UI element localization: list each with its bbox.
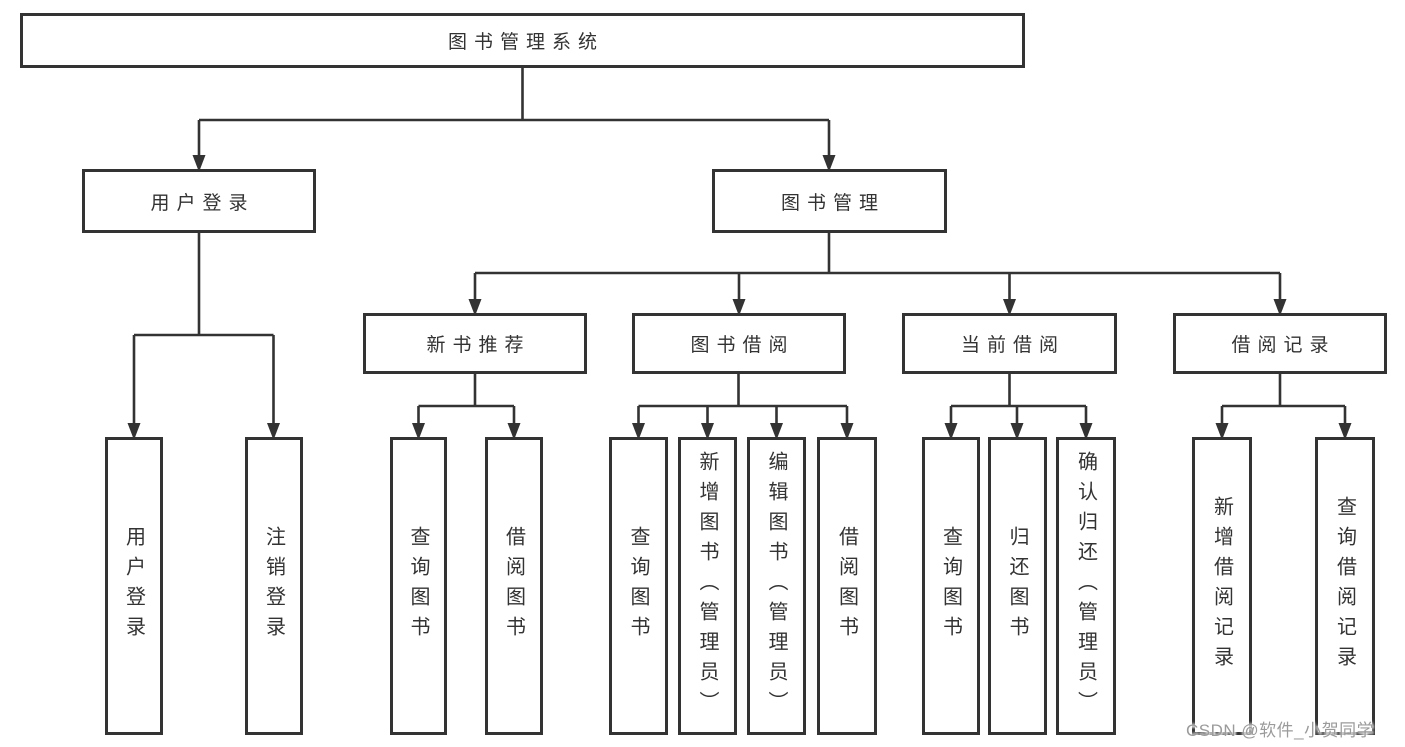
node-current-borrowing: 当前借阅 xyxy=(902,313,1117,374)
leaf-bb-edit-books-admin: 编辑图书（管理员） xyxy=(747,437,806,735)
connector-line xyxy=(132,231,275,425)
node-label: 查询图书 xyxy=(407,526,429,646)
node-label: 新增借阅记录 xyxy=(1210,496,1233,676)
leaf-nbr-query-books: 查询图书 xyxy=(390,437,447,735)
arrowhead-down-icon xyxy=(840,423,854,440)
arrowhead-down-icon xyxy=(770,423,783,440)
node-label: 编辑图书（管理员） xyxy=(765,451,787,721)
leaf-br-query-record: 查询借阅记录 xyxy=(1315,437,1375,735)
connector-borrow-records-to-leaves xyxy=(1215,372,1352,440)
node-label: 借阅图书 xyxy=(502,526,525,646)
arrowhead-down-icon xyxy=(701,423,714,440)
arrowhead-down-icon xyxy=(468,299,482,316)
node-label: 图书管理系统 xyxy=(447,32,604,53)
node-label: 归还图书 xyxy=(1006,526,1028,646)
connector-root-to-level2 xyxy=(192,66,836,172)
connector-line xyxy=(417,372,516,425)
node-borrow-records: 借阅记录 xyxy=(1173,313,1387,374)
node-label: 确认归还（管理员） xyxy=(1074,451,1097,721)
node-label: 图书借阅 xyxy=(690,335,795,356)
arrowhead-down-icon xyxy=(1079,423,1093,440)
node-label: 借阅记录 xyxy=(1231,335,1336,356)
arrowhead-down-icon xyxy=(944,423,958,440)
connector-current-borrow-to-leaves xyxy=(944,372,1093,440)
arrowhead-down-icon xyxy=(632,423,645,440)
node-label: 借阅图书 xyxy=(835,526,858,646)
node-label: 新增图书（管理员） xyxy=(696,451,718,721)
node-label: 用户登录 xyxy=(150,192,255,214)
node-book-management: 图书管理 xyxy=(712,169,947,233)
arrowhead-down-icon xyxy=(1010,423,1024,440)
node-library-system: 图书管理系统 xyxy=(20,13,1025,68)
connector-user-login-to-leaves xyxy=(127,231,280,440)
node-label: 用户登录 xyxy=(122,526,145,646)
connector-new-book-to-leaves xyxy=(412,372,521,440)
node-label: 新书推荐 xyxy=(426,335,531,356)
arrowhead-down-icon xyxy=(732,299,746,316)
node-label: 查询图书 xyxy=(627,526,649,646)
node-label: 当前借阅 xyxy=(960,335,1065,356)
arrowhead-down-icon xyxy=(1273,299,1287,316)
leaf-user-login: 用户登录 xyxy=(105,437,163,735)
leaf-cb-query-books: 查询图书 xyxy=(922,437,980,735)
leaf-bb-add-books-admin: 新增图书（管理员） xyxy=(678,437,737,735)
node-new-book-recommend: 新书推荐 xyxy=(363,313,587,374)
node-label: 注销登录 xyxy=(262,526,285,646)
arrowhead-down-icon xyxy=(1338,423,1352,440)
connector-book-borrow-to-leaves xyxy=(632,372,854,440)
arrowhead-down-icon xyxy=(412,423,425,440)
leaf-nbr-borrow-books: 借阅图书 xyxy=(485,437,543,735)
node-user-login: 用户登录 xyxy=(82,169,316,233)
connector-line xyxy=(949,372,1088,425)
arrowhead-down-icon xyxy=(507,423,521,440)
arrowhead-down-icon xyxy=(267,423,280,440)
arrowhead-down-icon xyxy=(1003,299,1016,316)
connector-book-mgmt-to-level3 xyxy=(468,231,1287,316)
leaf-bb-borrow-books: 借阅图书 xyxy=(817,437,877,735)
arrowhead-down-icon xyxy=(127,423,141,440)
node-label: 图书管理 xyxy=(780,192,885,214)
arrowhead-down-icon xyxy=(822,155,836,172)
leaf-cb-confirm-return-admin: 确认归还（管理员） xyxy=(1056,437,1116,735)
node-book-borrowing: 图书借阅 xyxy=(632,313,846,374)
leaf-br-add-record: 新增借阅记录 xyxy=(1192,437,1252,735)
arrowhead-down-icon xyxy=(1215,423,1229,440)
csdn-watermark: CSDN @软件_小贺同学 xyxy=(1186,721,1375,740)
leaf-bb-query-books: 查询图书 xyxy=(609,437,668,735)
connector-line xyxy=(1220,372,1347,425)
connector-line xyxy=(637,372,849,425)
leaf-cb-return-books: 归还图书 xyxy=(988,437,1047,735)
connector-line xyxy=(197,66,831,157)
node-label: 查询图书 xyxy=(939,526,962,646)
leaf-logout: 注销登录 xyxy=(245,437,303,735)
node-label: 查询借阅记录 xyxy=(1333,496,1356,676)
arrowhead-down-icon xyxy=(192,155,206,172)
connector-line xyxy=(473,231,1282,301)
